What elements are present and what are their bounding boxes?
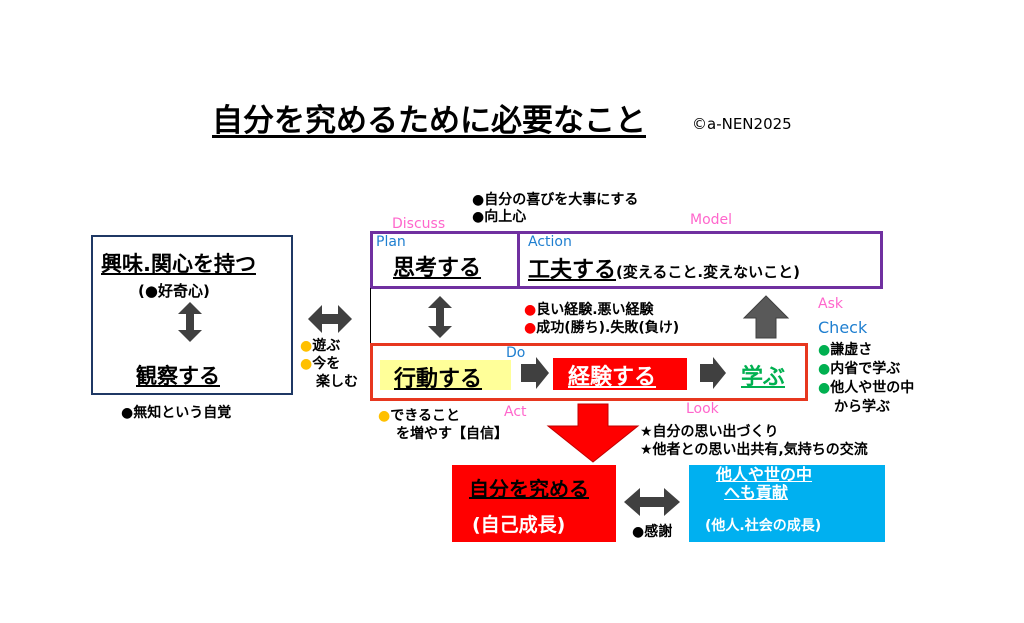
- check-label: Check: [818, 318, 868, 337]
- kufu-main: 工夫する: [528, 258, 617, 283]
- humility-note-1: ●謙虚さ: [818, 342, 873, 358]
- plan-label: Plan: [376, 234, 406, 250]
- ask-label: Ask: [818, 296, 843, 312]
- kufu-sub: (変えること.変えないこと): [616, 263, 800, 281]
- kufu-text: 工夫する(変えること.変えないこと): [528, 252, 800, 284]
- act-label: Act: [504, 404, 527, 420]
- aspiration-note: ●向上心: [472, 209, 527, 225]
- curiosity-text: (●好奇心): [138, 282, 210, 300]
- plan-action-divider: [517, 231, 520, 289]
- act-text: 行動する: [394, 367, 483, 392]
- connector-line: [370, 288, 371, 344]
- think-vertical-double-arrow: [428, 296, 452, 338]
- memory-note-2: ★他者との思い出共有,気持ちの交流: [640, 442, 868, 458]
- joy-note: ●自分の喜びを大事にする: [472, 192, 639, 208]
- act-fill: [380, 360, 511, 390]
- experience-note-2: ●成功(勝ち).失敗(負け): [524, 320, 680, 336]
- play-note-1-text: 遊ぶ: [312, 338, 341, 354]
- think-text: 思考する: [393, 256, 482, 281]
- play-note-3: 楽しむ: [316, 374, 358, 390]
- up-arrow: [742, 295, 790, 339]
- interest-box: [91, 235, 293, 395]
- do-cycle-box: [370, 343, 808, 401]
- right-arrow-1: [521, 357, 549, 389]
- discuss-label: Discuss: [392, 216, 446, 232]
- contribution-line3: (他人.社会の成長): [705, 518, 822, 534]
- page-title: 自分を究めるために必要なこと: [212, 103, 646, 139]
- result-double-arrow: [624, 488, 680, 516]
- humility-note-2: ●内省で学ぶ: [818, 361, 901, 377]
- ignorance-note: ●無知という自覚: [121, 405, 232, 421]
- plan-action-box: [370, 231, 883, 289]
- contribution-box: [689, 465, 885, 542]
- play-note-2: ●今を: [300, 356, 341, 372]
- model-label: Model: [690, 212, 733, 228]
- observe-text: 観察する: [136, 364, 220, 388]
- left-horizontal-double-arrow: [308, 305, 352, 333]
- self-mastery-box: [452, 465, 616, 542]
- contribution-line1: 他人や世の中: [716, 465, 813, 484]
- left-vertical-double-arrow: [178, 302, 202, 342]
- look-label: Look: [686, 401, 719, 417]
- memory-note-1: ★自分の思い出づくり: [640, 424, 779, 440]
- humility-note-4: から学ぶ: [834, 399, 890, 415]
- experience-note-1: ●良い経験.悪い経験: [524, 302, 654, 318]
- right-arrow-2: [700, 357, 726, 389]
- learn-text: 学ぶ: [741, 365, 786, 390]
- confidence-note-1: ●できること: [378, 408, 460, 424]
- play-note-1: ●遊ぶ: [300, 338, 341, 354]
- self-growth-text: (自己成長): [472, 514, 566, 536]
- action-label: Action: [528, 234, 572, 250]
- self-mastery-text: 自分を究める: [469, 477, 589, 501]
- interest-text: 興味.関心を持つ: [101, 252, 256, 276]
- gratitude-note: ●感謝: [632, 524, 673, 540]
- copyright: ©a-NEN2025: [692, 115, 792, 133]
- big-down-arrow: [546, 403, 640, 463]
- humility-note-3: ●他人や世の中: [818, 380, 915, 396]
- contribution-line2: へも貢献: [724, 483, 789, 502]
- experience-text: 経験する: [568, 365, 657, 390]
- confidence-note-2: を増やす【自信】: [396, 426, 508, 442]
- experience-fill: [553, 358, 687, 390]
- do-label: Do: [506, 345, 526, 361]
